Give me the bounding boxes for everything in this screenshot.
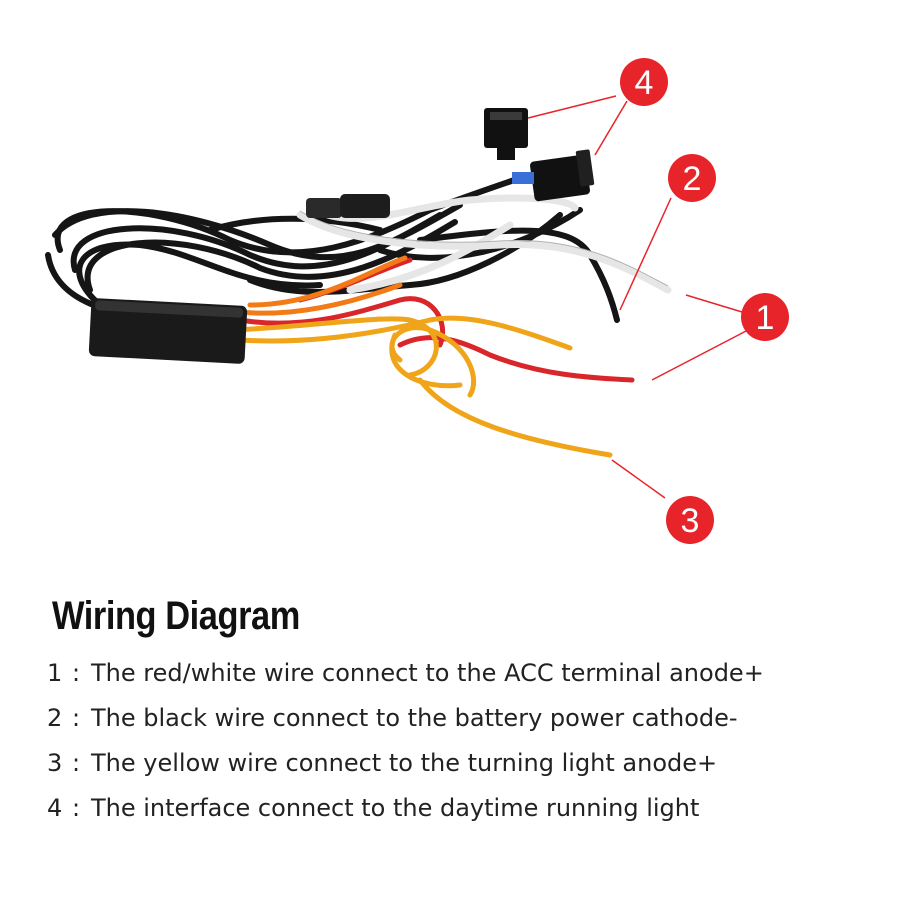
legend-separator: : [71, 704, 81, 732]
interface-connector-main [512, 149, 595, 202]
legend-separator: : [71, 659, 81, 687]
callout-badge-2: 2 [668, 154, 716, 202]
legend-text: The interface connect to the daytime run… [91, 794, 700, 822]
legend-separator: : [71, 794, 81, 822]
yellow-wire-bundle [227, 315, 613, 458]
legend-item: 2: The black wire connect to the battery … [47, 697, 764, 742]
legend-text: The black wire connect to the battery po… [91, 704, 738, 732]
legend-number: 3 [47, 749, 63, 777]
interface-connector-top [484, 108, 528, 160]
small-connector [306, 194, 390, 218]
legend-number: 2 [47, 704, 63, 732]
black-wire-lead [417, 227, 620, 323]
callout-badge-4: 4 [620, 58, 668, 106]
callout-badge-1: 1 [741, 293, 789, 341]
diagram-title: Wiring Diagram [52, 594, 300, 638]
legend-item: 3: The yellow wire connect to the turning… [47, 742, 764, 787]
legend-separator: : [71, 749, 81, 777]
legend-item: 1: The red/white wire connect to the ACC … [47, 652, 764, 697]
legend-item: 4: The interface connect to the daytime r… [47, 787, 764, 832]
svg-text:3: 3 [681, 502, 700, 540]
svg-text:2: 2 [683, 160, 702, 198]
callout-badge-3: 3 [666, 496, 714, 544]
white-wire-bundle [296, 194, 672, 294]
wiring-harness-photo: 4 2 1 3 [45, 58, 789, 544]
legend-number: 1 [47, 659, 63, 687]
svg-text:4: 4 [635, 64, 654, 102]
legend-text: The red/white wire connect to the ACC te… [91, 659, 764, 687]
white-wire-outline [299, 210, 669, 287]
legend-number: 4 [47, 794, 63, 822]
wiring-legend: 1: The red/white wire connect to the ACC … [47, 652, 764, 832]
orange-wire-bundle [237, 255, 408, 316]
svg-text:1: 1 [756, 299, 775, 337]
leader-lines [527, 95, 749, 499]
control-box [88, 298, 248, 364]
legend-text: The yellow wire connect to the turning l… [91, 749, 718, 777]
